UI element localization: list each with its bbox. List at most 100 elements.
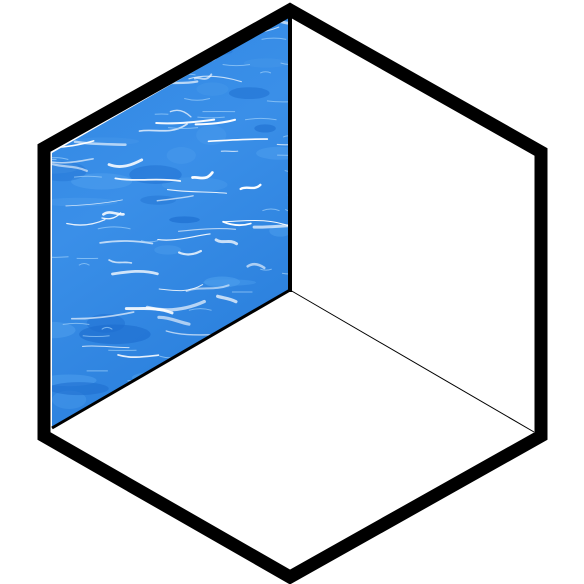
water-highlight — [57, 85, 79, 88]
water-highlight — [166, 189, 228, 194]
water-highlight — [155, 118, 216, 125]
corner-edge-right — [289, 289, 535, 433]
water-highlight — [157, 233, 211, 241]
water-patch — [228, 87, 270, 100]
water-ripple — [206, 20, 227, 22]
water-patch — [54, 42, 86, 54]
corner-edge-left — [51, 288, 291, 430]
water-patch — [52, 19, 96, 38]
water-ripple — [101, 326, 113, 330]
water-highlight — [124, 307, 174, 315]
water-highlight — [102, 211, 125, 216]
water-ripple — [260, 71, 272, 74]
water-highlight — [191, 171, 214, 180]
water-patch — [116, 44, 195, 58]
water-patch — [196, 82, 229, 96]
water-highlight — [117, 354, 160, 358]
water-patch — [52, 321, 76, 339]
water-ripple — [160, 23, 173, 26]
water-highlight — [75, 85, 109, 90]
water-ripple — [222, 64, 251, 67]
water-highlight — [239, 183, 262, 191]
water-highlight — [158, 284, 204, 292]
water-highlight — [114, 177, 182, 182]
water-ripple — [280, 62, 290, 66]
water-ripple — [262, 208, 280, 212]
water-ripple — [62, 322, 90, 325]
water-ripple — [73, 175, 102, 178]
water-highlight — [59, 76, 85, 80]
water-ripple — [69, 95, 86, 99]
water-highlight — [165, 330, 215, 336]
water-patch — [52, 161, 80, 174]
water-ripple — [126, 27, 142, 30]
water-highlight — [216, 294, 238, 304]
water-highlight — [157, 315, 191, 326]
water-highlight — [188, 75, 242, 83]
water-highlight — [133, 52, 180, 59]
water-ripple — [160, 62, 181, 65]
water-ripple — [284, 170, 290, 173]
water-highlight — [138, 123, 188, 132]
water-patch — [196, 125, 227, 146]
water-highlight — [66, 219, 106, 226]
right-wall — [290, 16, 534, 432]
water-highlight — [252, 223, 290, 229]
water-ripple — [184, 98, 211, 101]
water-highlight — [107, 158, 144, 168]
water-highlight — [156, 195, 194, 202]
water-patch — [269, 225, 290, 237]
floor — [52, 290, 534, 572]
water-patch — [146, 51, 170, 63]
water-highlight — [222, 220, 252, 227]
water-highlight — [246, 262, 266, 270]
water-highlight — [80, 20, 145, 30]
water-ripple — [97, 226, 131, 230]
water-ripple — [188, 308, 212, 311]
water-patch — [150, 34, 187, 48]
water-ripple — [78, 263, 90, 266]
water-patch — [117, 23, 142, 40]
water-highlight — [178, 249, 203, 256]
water-highlight — [193, 73, 213, 80]
water-patch — [129, 165, 182, 184]
water-highlight — [52, 140, 95, 149]
water-highlight — [206, 18, 235, 24]
water-patch — [52, 390, 87, 409]
water-ripple — [82, 335, 110, 338]
water-ripple — [72, 93, 101, 97]
water-highlight — [73, 24, 130, 31]
water-patch — [52, 382, 109, 396]
water-highlight — [108, 259, 133, 264]
water-highlight — [111, 269, 159, 276]
water-patch — [52, 197, 118, 207]
water-patch — [204, 276, 241, 288]
water-patch — [169, 216, 200, 224]
water-patch — [166, 147, 196, 164]
water-ripple — [144, 24, 168, 27]
water-ripple — [261, 37, 287, 40]
water-ripple — [281, 272, 290, 275]
water-ripple — [58, 62, 72, 66]
water-patch — [71, 173, 133, 190]
water-patch — [52, 82, 95, 92]
water-highlight — [99, 240, 154, 245]
water-patch — [154, 245, 182, 255]
water-highlight — [70, 311, 135, 320]
water-ripple — [266, 100, 290, 103]
water-highlight — [276, 142, 290, 148]
water-highlight — [207, 138, 269, 143]
water-patch — [79, 324, 151, 345]
water-ripple — [140, 240, 159, 243]
water-patch — [254, 124, 276, 133]
water-highlight — [194, 118, 237, 126]
water-highlight — [214, 238, 239, 246]
water-ripple — [52, 256, 69, 258]
water-highlight — [73, 140, 127, 146]
water-highlight — [81, 345, 130, 349]
water-patch — [243, 58, 289, 68]
water-highlight — [52, 163, 88, 173]
water-patch — [256, 146, 290, 160]
